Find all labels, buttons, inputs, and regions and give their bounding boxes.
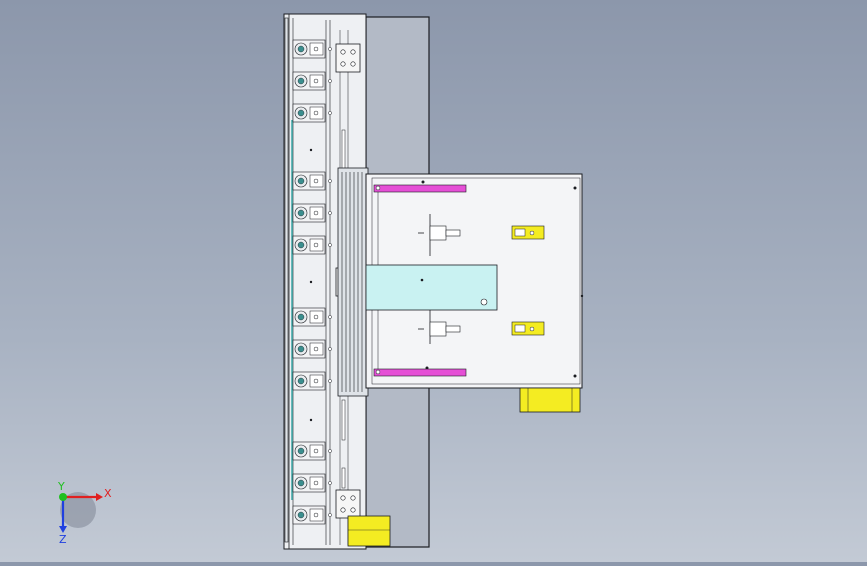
hinge-bracket-top[interactable] (335, 43, 361, 73)
z-axis-label: Z (59, 533, 67, 546)
x-axis-label: X (104, 487, 112, 500)
guide-bar-bottom (373, 368, 467, 377)
guide-bar-top (373, 184, 467, 193)
roller-column (292, 39, 332, 525)
roller-unit (292, 71, 332, 91)
roller-unit (292, 441, 332, 461)
yellow-clamp-lower (511, 321, 545, 336)
y-axis-label: Y (57, 480, 65, 493)
z-arrow-icon (59, 526, 67, 533)
frame-marker (309, 148, 313, 152)
roller-unit (292, 505, 332, 525)
roller-unit (292, 307, 332, 327)
coordinate-triad: X Y Z (57, 480, 112, 546)
roller-unit (292, 339, 332, 359)
roller-unit (292, 473, 332, 493)
roller-unit (292, 171, 332, 191)
y-axis-dot-icon (59, 493, 67, 501)
yellow-block-bottom (347, 515, 391, 547)
frame-marker (309, 418, 313, 422)
roller-unit (292, 203, 332, 223)
roller-unit (292, 39, 332, 59)
roller-unit (292, 371, 332, 391)
x-arrow-icon (96, 493, 103, 501)
cyan-carrier-plate[interactable] (365, 264, 498, 311)
linear-rail-stack (337, 167, 369, 397)
roller-unit (292, 103, 332, 123)
frame-marker (309, 280, 313, 284)
yellow-clamp-upper (511, 225, 545, 240)
hinge-bracket-bottom[interactable] (335, 489, 361, 519)
triad-shadow-icon (60, 492, 96, 528)
actuator-upper (418, 225, 461, 241)
yellow-block-right (519, 387, 581, 413)
roller-unit (292, 235, 332, 255)
actuator-lower (418, 321, 461, 337)
